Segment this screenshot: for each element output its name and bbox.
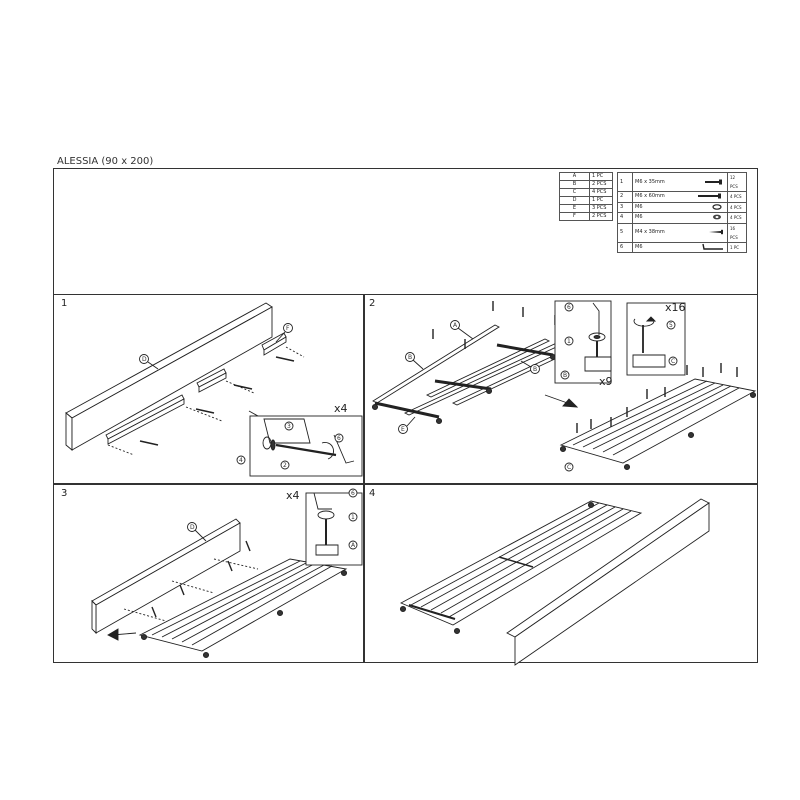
- hardware-desc: M4 x 38mm: [635, 229, 665, 235]
- step-4-illustration: [399, 498, 710, 666]
- label-3: 3: [287, 423, 291, 430]
- part-letter: E: [559, 204, 590, 213]
- label-1: 1: [351, 514, 355, 521]
- step-number: 1: [61, 298, 68, 309]
- hardware-number: 3: [617, 201, 633, 213]
- label-c: C: [567, 464, 571, 471]
- label-b: B: [563, 372, 567, 379]
- hardware-qty: 12 PCS: [727, 172, 747, 192]
- label-6: 6: [337, 435, 341, 442]
- step-3-illustration: D 6 1 A x4: [91, 488, 363, 659]
- bolt-icon: [705, 179, 722, 184]
- part-letter: C: [559, 188, 590, 197]
- table-row: 5 M4 x 38mm 16 PCS: [617, 222, 747, 243]
- part-letter: D: [559, 196, 590, 205]
- label-6: 6: [351, 490, 355, 497]
- label-4: 4: [239, 457, 243, 464]
- label-b: B: [533, 366, 537, 373]
- part-qty: 1 PC: [589, 172, 613, 181]
- label-d: D: [142, 356, 147, 363]
- label-a: A: [453, 322, 458, 329]
- allen-key-icon: [702, 243, 723, 250]
- hardware-qty: 4 PCS: [727, 201, 747, 213]
- step-panel-4: 4: [364, 484, 758, 666]
- multiplier-label: x16: [665, 301, 686, 314]
- part-letter: B: [559, 180, 590, 189]
- table-row: 3 M6 4 PCS: [617, 201, 747, 213]
- table-row: 6 M6 1 PC: [617, 241, 747, 253]
- hardware-desc: M6: [635, 203, 643, 210]
- hardware-desc-cell: M6: [632, 241, 728, 253]
- step-2-illustration: A B B E 6 1 B 5 C C x9 x16: [371, 300, 757, 472]
- hardware-desc: M6 x 35mm: [635, 178, 665, 185]
- label-6: 6: [567, 304, 571, 311]
- part-qty: 2 PCS: [589, 180, 613, 189]
- multiplier-label: x4: [286, 489, 300, 502]
- label-c: C: [671, 358, 675, 365]
- hardware-desc-cell: M4 x 38mm: [632, 222, 728, 243]
- part-qty: 3 PCS: [589, 204, 613, 213]
- label-5: 5: [669, 322, 673, 329]
- washer-icon: [712, 203, 722, 210]
- hardware-number: 5: [617, 222, 633, 243]
- hardware-qty: 4 PCS: [727, 191, 747, 203]
- hardware-qty: 4 PCS: [727, 212, 747, 224]
- hardware-desc: M6: [635, 243, 643, 250]
- label-1: 1: [567, 338, 571, 345]
- hardware-desc-cell: M6 x 35mm: [632, 172, 728, 192]
- hardware-table: 1 M6 x 35mm 12 PCS 2 M6 x 60mm 4 PCS 3 M…: [617, 172, 747, 253]
- part-qty: 1 PC: [589, 196, 613, 205]
- screw-icon: [709, 229, 723, 235]
- hardware-qty: 16 PCS: [727, 222, 747, 243]
- step-panel-1: 1: [53, 294, 364, 484]
- hardware-number: 4: [617, 212, 633, 224]
- step-number: 2: [369, 298, 376, 309]
- table-row: 1 M6 x 35mm 12 PCS: [617, 172, 747, 192]
- hardware-number: 2: [617, 191, 633, 203]
- label-f: F: [286, 325, 290, 332]
- label-e: E: [401, 426, 405, 433]
- step-panel-2: 2: [364, 294, 758, 484]
- label-d: D: [190, 524, 195, 531]
- document-title: ALESSIA (90 x 200): [57, 156, 154, 167]
- part-qty: 4 PCS: [589, 188, 613, 197]
- label-2: 2: [283, 462, 287, 469]
- label-a: A: [351, 542, 356, 549]
- hardware-desc-cell: M6: [632, 212, 728, 224]
- hardware-desc: M6: [635, 214, 643, 221]
- step-1-illustration: D F 3 4 2 6 x4: [65, 302, 363, 477]
- multiplier-label: x4: [334, 402, 348, 415]
- step-number: 4: [369, 488, 376, 499]
- part-qty: 2 PCS: [589, 212, 613, 221]
- step-number: 3: [61, 488, 68, 499]
- step-panel-3: 3: [53, 484, 364, 663]
- table-row: 2 M6 x 60mm 4 PCS: [617, 191, 747, 203]
- hardware-qty: 1 PC: [727, 241, 747, 253]
- hardware-desc-cell: M6: [632, 201, 728, 213]
- part-letter: F: [559, 212, 590, 221]
- nut-icon: [713, 214, 721, 220]
- hardware-number: 1: [617, 172, 633, 192]
- hardware-desc: M6 x 60mm: [635, 193, 665, 200]
- hardware-number: 6: [617, 241, 633, 253]
- part-letter: A: [559, 172, 590, 181]
- multiplier-label: x9: [599, 375, 613, 388]
- long-bolt-icon: [698, 193, 721, 199]
- label-b: B: [408, 354, 412, 361]
- hardware-desc-cell: M6 x 60mm: [632, 191, 728, 203]
- table-row: 4 M6 4 PCS: [617, 212, 747, 224]
